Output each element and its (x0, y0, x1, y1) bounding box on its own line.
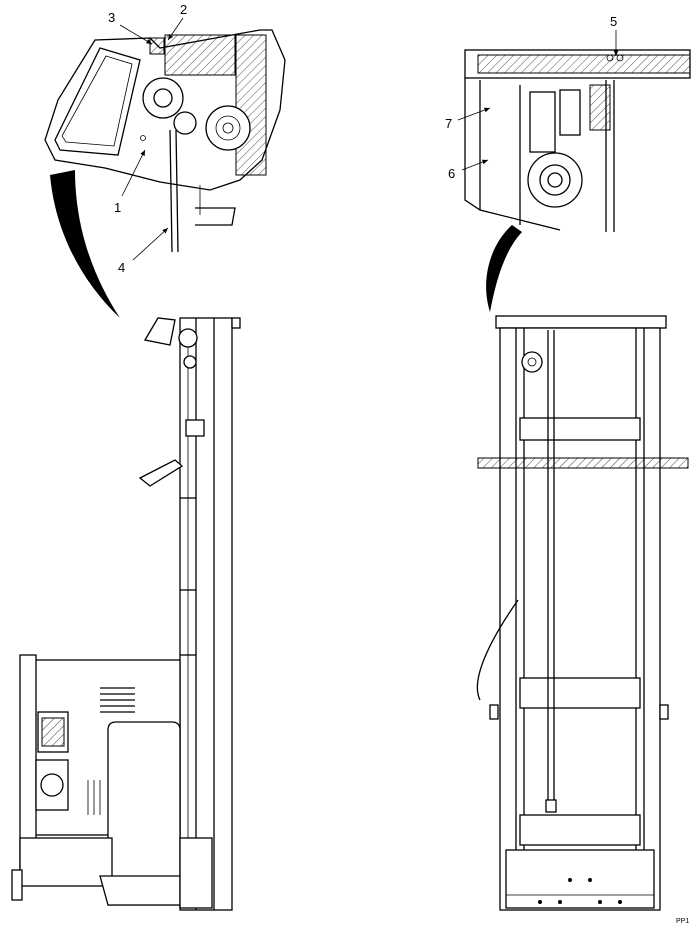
callout-4: 4 (118, 260, 125, 275)
detail-right-top (464, 49, 691, 232)
callout-1: 1 (114, 200, 121, 215)
figure-id: PP1 (676, 918, 689, 925)
callout-leaders (119, 17, 619, 261)
callout-3: 3 (108, 10, 115, 25)
detail-left-top (44, 29, 286, 253)
callout-7: 7 (445, 116, 452, 131)
truck-side-view (11, 317, 241, 911)
leader-curve-left (50, 170, 120, 318)
callout-6: 6 (448, 166, 455, 181)
mast-front-view (476, 315, 689, 911)
callout-5: 5 (610, 14, 617, 29)
leader-curve-right (486, 225, 522, 312)
callout-2: 2 (180, 2, 187, 17)
